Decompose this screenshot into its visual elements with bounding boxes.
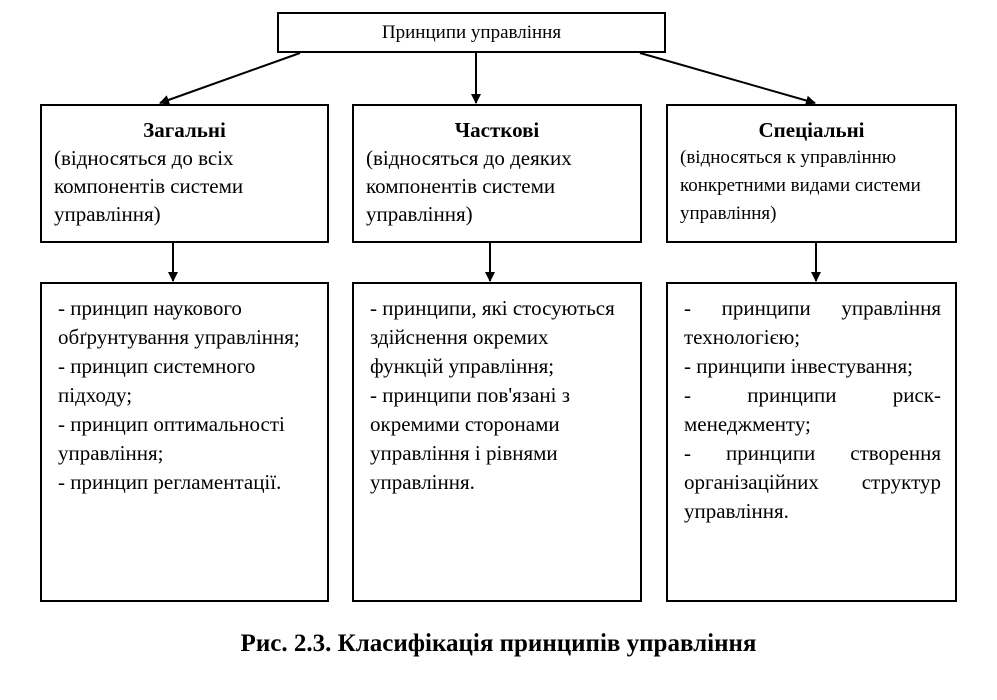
root-label: Принципи управління [381, 21, 562, 43]
list-item: - принцип оптимальності управління; [58, 412, 285, 465]
category-title-partial: Часткові [454, 118, 540, 142]
category-description-partial: (відносяться до деяких компонентів систе… [366, 146, 572, 226]
list-item: - принципи пов'язані з окремими сторонам… [370, 383, 570, 494]
arrow-root-to-special [639, 52, 816, 106]
category-title-special: Спеціальні [758, 118, 865, 142]
principles-list-partial: - принципи, які стосуються здійснення ок… [352, 282, 642, 602]
list-item: - принцип наукового обґрунтування управл… [58, 296, 300, 349]
list-item: - принципи управління технологією; [684, 296, 941, 349]
list-item: - принцип системного підходу; [58, 354, 256, 407]
list-item: - принципи риск-менеджменту; [684, 383, 941, 436]
category-box-general: Загальні (відносяться до всіх компоненті… [40, 104, 329, 243]
list-item: - принципи інвестування; [684, 354, 914, 378]
root-box: Принципи управління [277, 12, 666, 53]
category-title-general: Загальні [143, 118, 226, 142]
category-description-general: (відносяться до всіх компонентів системи… [54, 146, 244, 226]
category-box-partial: Часткові (відносяться до деяких компонен… [352, 104, 642, 243]
category-description-special: (відносяться к управлінню конкретними ви… [680, 147, 921, 224]
principles-list-general: - принцип наукового обґрунтування управл… [40, 282, 329, 602]
principles-list-special: - принципи управління технологією; - при… [666, 282, 957, 602]
figure-caption: Рис. 2.3. Класифікація принципів управлі… [240, 630, 757, 657]
category-box-special: Спеціальні (відносяться к управлінню кон… [666, 104, 957, 243]
arrow-root-to-general [159, 52, 301, 105]
list-item: - принципи створення організаційних стру… [684, 441, 941, 523]
list-item: - принципи, які стосуються здійснення ок… [370, 296, 615, 378]
list-item: - принцип регламентації. [58, 470, 282, 494]
